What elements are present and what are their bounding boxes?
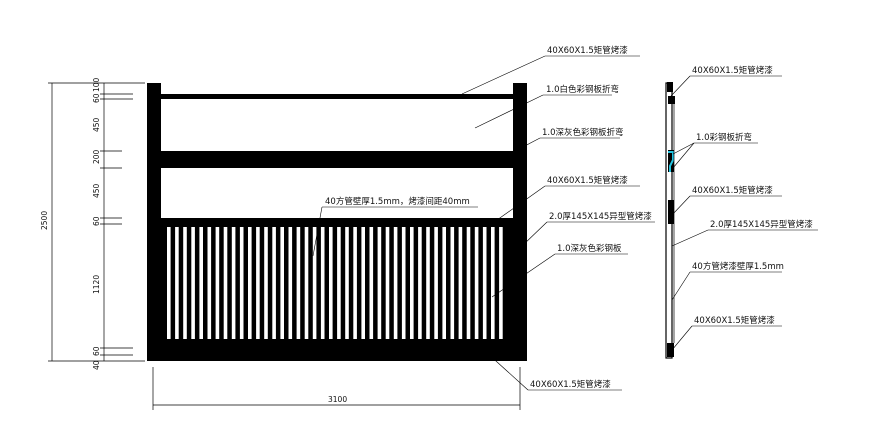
gray-band-label: 1.0深灰色彩钢板折弯 — [542, 127, 624, 138]
mid-rail-label: 40X60X1.5矩管烤漆 — [547, 175, 628, 186]
top-rail-label: 40X60X1.5矩管烤漆 — [547, 45, 628, 56]
seg-dim-60a: 60 — [92, 93, 101, 103]
right-post — [513, 83, 527, 361]
left-post — [147, 83, 161, 361]
picket-gap — [223, 227, 228, 339]
picket-gap — [377, 227, 382, 339]
total-height-dim: 2500 — [40, 211, 49, 230]
picket-gap — [312, 227, 317, 339]
picket-gap — [450, 227, 455, 339]
picket-gap — [466, 227, 471, 339]
steel-fold-highlight — [668, 151, 674, 172]
side-mid-fold — [668, 150, 674, 172]
side-square-tube-label: 40方管烤漆壁厚1.5mm — [692, 261, 784, 272]
picket-gap — [239, 227, 244, 339]
picket-gap — [288, 227, 293, 339]
width-dimension: 3100 — [152, 367, 521, 410]
gray-panel-label: 1.0深灰色彩钢板 — [557, 243, 622, 254]
picket-gap — [248, 227, 252, 339]
height-dimensions: 2500 100 60 450 200 450 60 1120 60 40 — [40, 77, 145, 370]
side-mid-tube-label: 40X60X1.5矩管烤漆 — [692, 185, 773, 196]
side-bottom-tube — [667, 343, 674, 357]
seg-dim-60b: 60 — [92, 216, 101, 226]
picket-gap — [410, 227, 414, 339]
seg-dim-100: 100 — [92, 77, 101, 92]
side-view: 40X60X1.5矩管烤漆 1.0彩钢板折弯 40X60X1.5矩管烤漆 2.0… — [665, 65, 818, 359]
picket-gap — [167, 227, 171, 339]
picket-gap — [474, 227, 479, 339]
width-dim: 3100 — [328, 395, 347, 404]
side-top-tube — [668, 96, 675, 104]
picket-gaps — [167, 227, 503, 339]
side-bottom-tube-label: 40X60X1.5矩管烤漆 — [694, 315, 775, 326]
picket-gap — [296, 227, 301, 339]
picket-gap — [442, 227, 446, 339]
picket-gap — [320, 227, 325, 339]
picket-gap — [353, 227, 357, 339]
picket-gap — [272, 227, 276, 339]
picket-gap — [426, 227, 430, 339]
white-panel-label: 1.0白色彩钢板折弯 — [546, 84, 619, 95]
picket-gap — [280, 227, 284, 339]
picket-gap — [183, 227, 187, 339]
picket-gap — [401, 227, 406, 339]
picket-gap — [304, 227, 309, 339]
picket-gap — [385, 227, 390, 339]
picket-gap — [393, 227, 398, 339]
picket-gap — [345, 227, 349, 339]
seg-dim-1120: 1120 — [92, 275, 101, 294]
side-top-tube-label: 40X60X1.5矩管烤漆 — [692, 65, 773, 76]
post-label: 2.0厚145X145异型管烤漆 — [549, 211, 652, 222]
picket-gap — [175, 227, 179, 339]
bottom-rail — [161, 342, 513, 361]
picket-gap — [491, 227, 495, 339]
segment-ticks — [100, 93, 133, 356]
picket-gap — [191, 227, 195, 339]
picket-gap — [499, 227, 503, 339]
mid-rail — [161, 218, 513, 224]
picket-gap — [256, 227, 260, 339]
bottom-rail-label: 40X60X1.5矩管烤漆 — [530, 379, 611, 390]
picket-gap — [207, 227, 212, 339]
picket-gap — [337, 227, 341, 339]
picket-frame — [161, 224, 513, 342]
side-cap — [667, 82, 673, 92]
picket-gap — [434, 227, 438, 339]
picket-gap — [418, 227, 422, 339]
seg-dim-40: 40 — [92, 360, 101, 370]
picket-gap — [361, 227, 365, 339]
top-rail — [161, 94, 513, 99]
side-gap-tube — [668, 200, 674, 224]
picket-gap — [231, 227, 236, 339]
seg-dim-200: 200 — [92, 149, 101, 164]
picket-gap — [482, 227, 487, 339]
picket-gap — [458, 227, 463, 339]
seg-dim-450a: 450 — [92, 117, 101, 132]
picket-gap — [199, 227, 203, 339]
gray-band — [161, 151, 513, 168]
side-steel-fold-label: 1.0彩钢板折弯 — [696, 132, 752, 143]
side-post-label: 2.0厚145X145异型管烤漆 — [710, 219, 813, 230]
picket-note-label: 40方管壁厚1.5mm，烤漆间距40mm — [325, 196, 470, 207]
seg-dim-60c: 60 — [92, 346, 101, 356]
front-view: 40方管壁厚1.5mm，烤漆间距40mm 40X60X1.5矩管烤漆 1.0白色… — [147, 45, 655, 391]
picket-gap — [369, 227, 374, 339]
seg-dim-450b: 450 — [92, 183, 101, 198]
picket-gap — [264, 227, 268, 339]
picket-gap — [215, 227, 220, 339]
picket-gap — [329, 227, 333, 339]
